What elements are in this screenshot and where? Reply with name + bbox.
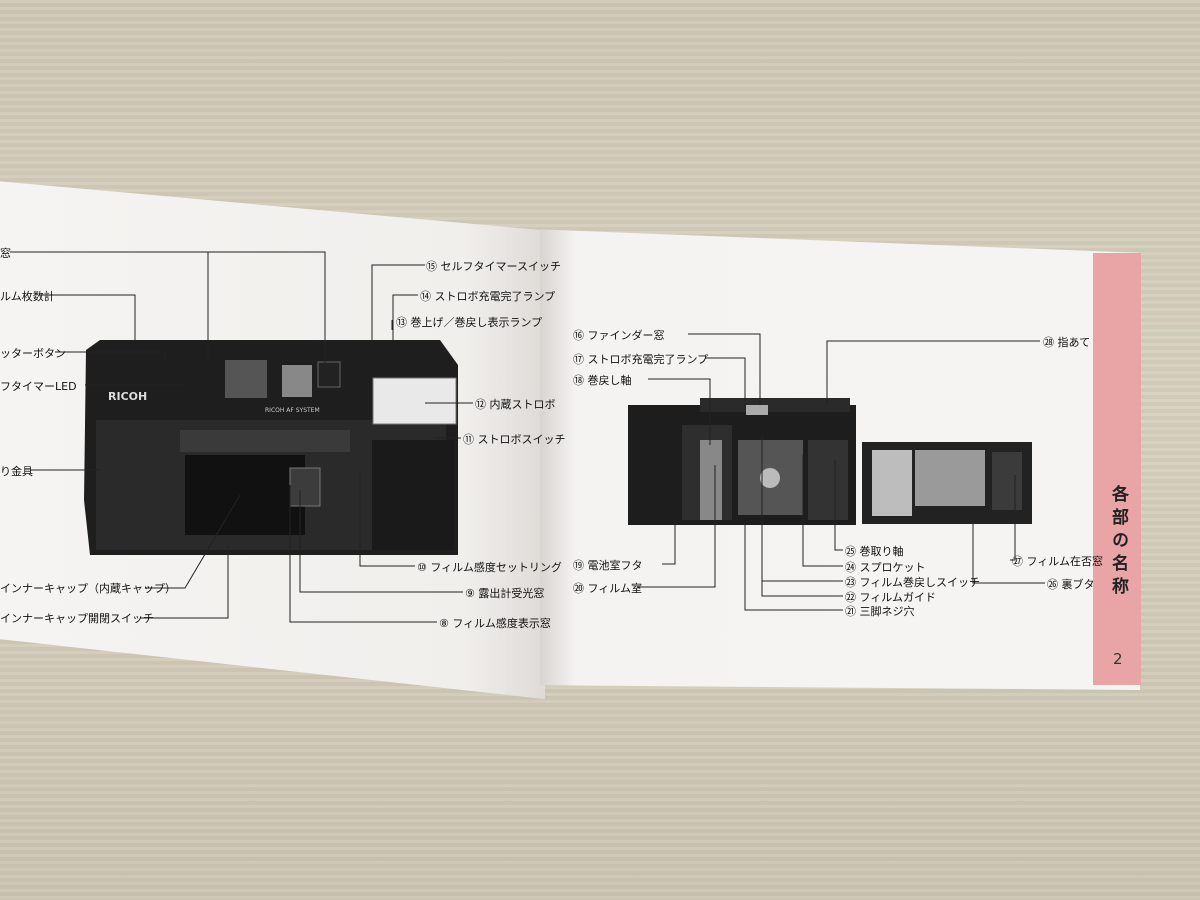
label-back-cover: ㉖ 裏ブタ: [1047, 578, 1095, 591]
label-self-timer-switch: ⑮ セルフタイマースイッチ: [426, 260, 561, 273]
label-film-window: ㉗ フィルム在否窓: [1012, 555, 1104, 568]
label-iso-window: ⑧ フィルム感度表示窓: [439, 617, 551, 630]
label-take-up-spool: ㉕ 巻取り軸: [845, 545, 904, 558]
label-meter-window: ⑨ 露出計受光窓: [465, 587, 545, 600]
leader-lines-left: [10, 251, 473, 623]
label-strap-fitting: り金具: [0, 465, 33, 478]
leader-lines-right: [637, 333, 1045, 611]
label-finger-rest: ㉘ 指あて: [1043, 336, 1091, 349]
label-self-timer-led: フタイマーLED: [0, 380, 77, 393]
section-tab: [1093, 253, 1141, 685]
label-inner-cap: インナーキャップ（内蔵キャップ）: [0, 582, 176, 595]
label-tripod-socket: ㉑ 三脚ネジ穴: [845, 605, 915, 618]
label-shutter-button: ッターボタン: [0, 347, 66, 360]
label-rewind-switch: ㉓ フィルム巻戻しスイッチ: [845, 576, 981, 589]
label-wind-rewind-lamp: ⑬ 巻上げ／巻戻し表示ランプ: [396, 316, 543, 329]
label-sprocket: ㉔ スプロケット: [845, 561, 926, 574]
label-battery-cover: ⑲ 電池室フタ: [573, 559, 643, 572]
brand-logo: RICOH: [108, 390, 147, 403]
label-flash-ready-lamp-front: ⑭ ストロボ充電完了ランプ: [420, 290, 556, 303]
camera-front-illustration: RICOH RICOH AF SYSTEM: [84, 340, 458, 555]
system-badge: RICOH AF SYSTEM: [265, 407, 320, 414]
page-number: 2: [1113, 650, 1123, 668]
label-film-chamber: ⑳ フィルム室: [573, 582, 643, 595]
label-flash-switch: ⑪ ストロボスイッチ: [463, 433, 566, 446]
label-inner-cap-switch: インナーキャップ開閉スイッチ: [0, 612, 154, 625]
section-title: 各部の名称: [1108, 485, 1128, 600]
label-iso-ring: ⑩ フィルム感度セットリング: [417, 561, 562, 574]
label-film-guide: ㉒ フィルムガイド: [845, 591, 937, 604]
label-built-in-flash: ⑫ 内蔵ストロボ: [475, 398, 556, 411]
label-frame-counter: ルム枚数計: [0, 290, 55, 303]
label-flash-ready-lamp-back: ⑰ ストロボ充電完了ランプ: [573, 353, 709, 366]
label-rewind-shaft: ⑱ 巻戻し軸: [573, 374, 632, 387]
label-finder-window: ⑯ ファインダー窓: [573, 329, 665, 342]
camera-back-illustration: [628, 398, 1032, 525]
label-window: 窓: [0, 247, 11, 260]
